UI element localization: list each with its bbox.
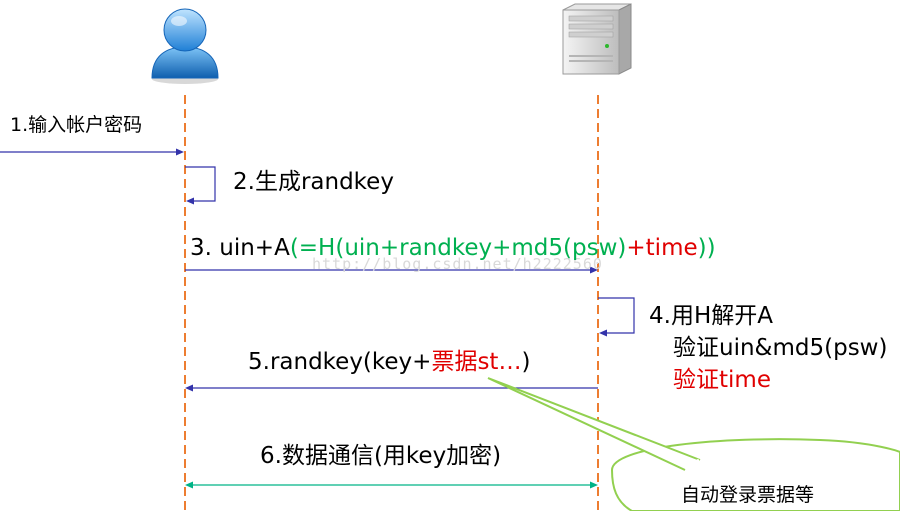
step3-label: 3. uin+A(=H(uin+randkey+md5(psw)+time)): [190, 237, 716, 260]
step3-closing: )): [697, 235, 716, 261]
step2-self-arrow: [185, 166, 216, 205]
callout-text: 自动登录票据等: [681, 484, 815, 506]
step5-prefix: 5.randkey(key+: [248, 349, 432, 375]
step6-bidirectional-arrow: [185, 481, 598, 489]
step4-line3: 验证time: [673, 367, 771, 393]
user-icon: [151, 8, 219, 84]
step2-label: 2.生成randkey: [233, 169, 394, 195]
step5-arrow: [185, 384, 598, 392]
server-icon: [562, 3, 632, 75]
step1-label: 1.输入帐户密码: [10, 114, 143, 136]
step3-red-part: +time: [626, 235, 698, 261]
step5-label: 5.randkey(key+票据st…): [248, 351, 530, 374]
step4-self-arrow: [598, 297, 635, 337]
step4-line2: 验证uin&md5(psw): [673, 335, 888, 361]
step3-prefix: 3. uin+A: [190, 235, 290, 261]
callout-bubble: [487, 377, 900, 511]
step1-arrow: [0, 148, 184, 156]
step6-label: 6.数据通信(用key加密): [260, 443, 502, 469]
step5-red-part: 票据st…: [431, 349, 522, 375]
step3-green-part: (=H(uin+randkey+md5(psw): [289, 235, 627, 261]
step3-arrow: [185, 266, 598, 274]
step5-closing: ): [521, 349, 531, 375]
step4-line1: 4.用H解开A: [649, 303, 773, 329]
watermark: http://blog.csdn.net/h2222560: [312, 255, 603, 273]
